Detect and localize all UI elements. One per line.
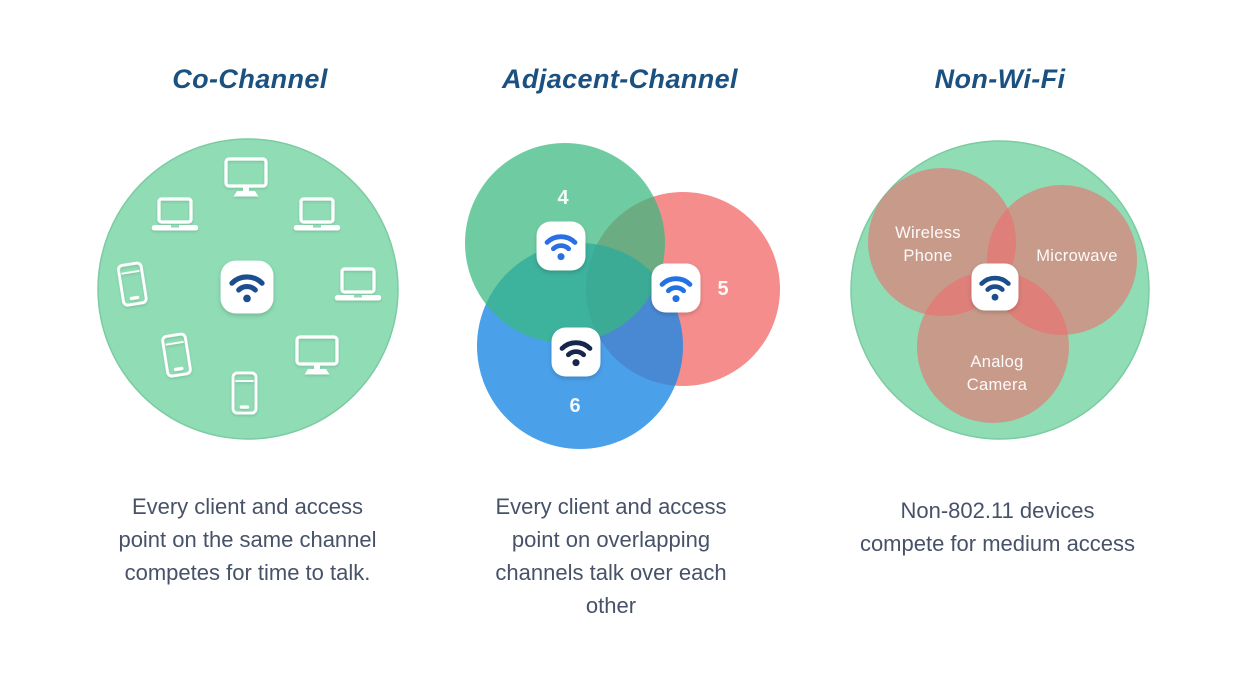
caption-line: point on overlapping	[511, 527, 711, 552]
co-channel-diagram	[97, 138, 399, 440]
channel-6-label: 6	[569, 395, 580, 417]
analog-camera-circle	[917, 271, 1069, 423]
adjacent-channel-title: Adjacent-Channel	[502, 64, 738, 94]
caption-line: other	[585, 593, 637, 618]
wifi-access-point-icon	[552, 328, 601, 377]
analog-camera-label: Camera	[967, 376, 1028, 394]
caption-line: Every client and access	[495, 494, 727, 519]
caption-line: Every client and access	[131, 494, 364, 519]
adjacent-channel-caption: Every client and access point on overlap…	[450, 490, 772, 622]
caption-line: channels talk over each	[495, 560, 727, 585]
wifi-access-point-icon	[537, 222, 586, 271]
wireless-phone-label: Wireless	[895, 224, 961, 242]
co-channel-title: Co-Channel	[172, 64, 328, 94]
wifi-access-point-icon	[652, 264, 701, 313]
adjacent-channel-diagram: 4 5 6	[465, 143, 780, 449]
microwave-label: Microwave	[1036, 247, 1118, 265]
non-wifi-caption: Non-802.11 devices compete for medium ac…	[825, 494, 1170, 560]
wireless-phone-label: Phone	[903, 247, 952, 265]
caption-line: competes for time to talk.	[124, 560, 371, 585]
channel-4-label: 4	[557, 187, 569, 209]
channel-5-label: 5	[717, 278, 728, 300]
caption-line: compete for medium access	[859, 531, 1136, 556]
co-channel-caption: Every client and access point on the sam…	[70, 490, 425, 589]
caption-line: point on the same channel	[118, 527, 377, 552]
non-wifi-title: Non-Wi-Fi	[934, 64, 1066, 94]
non-wifi-diagram: Wireless Phone Microwave Analog Camera	[850, 140, 1150, 440]
analog-camera-label: Analog	[970, 353, 1023, 371]
caption-line: Non-802.11 devices	[900, 498, 1095, 523]
wifi-access-point-icon	[972, 264, 1019, 311]
wifi-access-point-icon	[221, 261, 274, 314]
